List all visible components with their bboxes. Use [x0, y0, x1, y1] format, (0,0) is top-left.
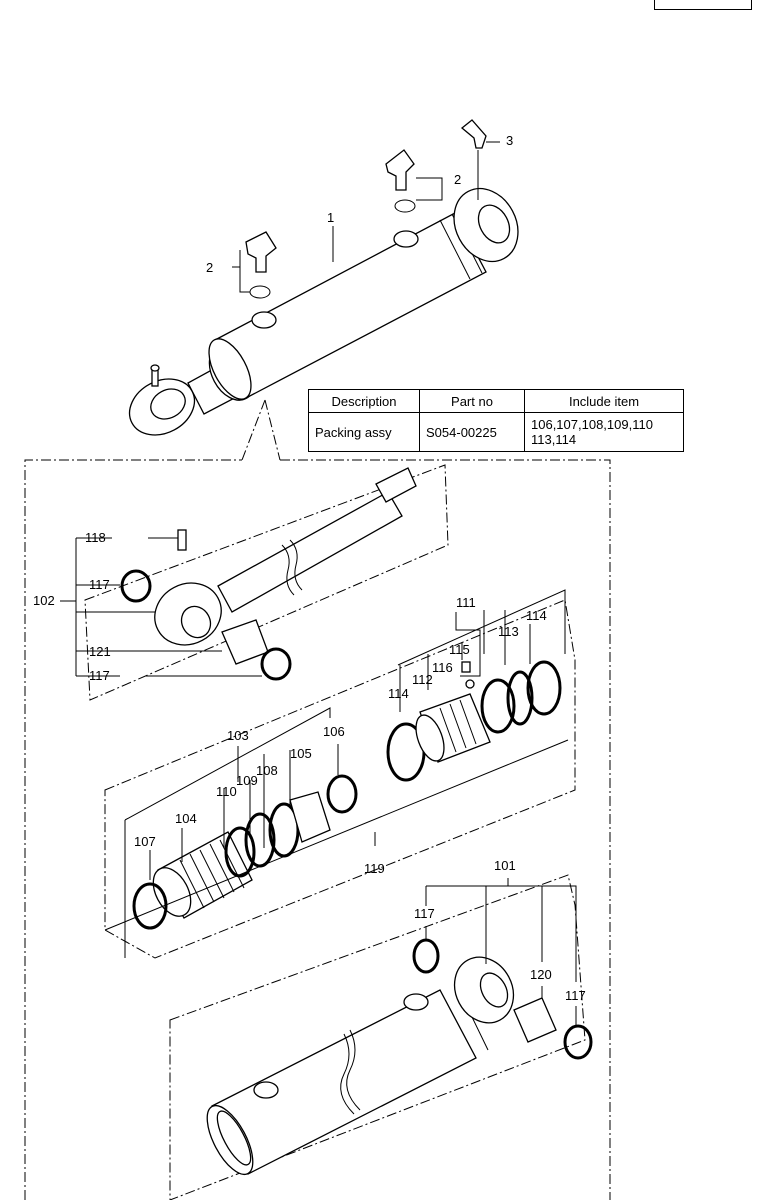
callout-116: 116: [432, 660, 453, 675]
callout-111: 111: [456, 595, 476, 610]
header-description: Description: [308, 389, 420, 413]
callout-112: 112: [412, 672, 433, 687]
page-number-box: 5-44: [654, 0, 752, 10]
include-line-1: 106,107,108,109,110: [531, 417, 653, 432]
callout-121: 121: [89, 644, 111, 659]
table-header-row: Description Part no Include item: [308, 389, 684, 413]
callout-117-tube-a: 117: [414, 906, 435, 921]
callout-108: 108: [256, 763, 278, 778]
tube-group: 101 117 120 117: [169, 858, 593, 1200]
header-include-item: Include item: [524, 389, 684, 413]
callout-115: 115: [449, 642, 470, 657]
callout-1: 1: [327, 210, 334, 225]
callout-117-rod-a: 117: [89, 577, 110, 592]
callout-101: 101: [494, 858, 516, 873]
gland-and-piston-group: 103 104 105 106 107 108 109 110 111 112 …: [104, 589, 576, 959]
callout-109: 109: [236, 773, 258, 788]
callout-117-tube-b: 117: [565, 988, 586, 1003]
callout-114-right: 114: [526, 608, 547, 623]
callout-104: 104: [175, 811, 197, 826]
callout-103: 103: [227, 728, 249, 743]
cell-part-no: S054-00225: [419, 412, 525, 452]
table-row: Packing assy S054-00225 106,107,108,109,…: [308, 412, 684, 452]
callout-110: 110: [216, 784, 237, 799]
callout-3: 3: [506, 133, 513, 148]
callout-118: 118: [85, 530, 106, 545]
rod-group: 118 117 102 121 117: [33, 464, 449, 701]
callout-107: 107: [134, 834, 156, 849]
callout-2-left: 2: [206, 260, 213, 275]
callout-106: 106: [323, 724, 345, 739]
packing-assy-table: Description Part no Include item Packing…: [308, 389, 684, 452]
callout-119: 119: [364, 861, 385, 876]
callout-105: 105: [290, 746, 312, 761]
callout-102: 102: [33, 593, 55, 608]
top-cylinder-assembly: 1 2 2 3: [128, 119, 519, 436]
callout-2-right: 2: [454, 172, 461, 187]
callout-113: 113: [498, 624, 519, 639]
callout-114-left: 114: [388, 686, 409, 701]
callout-117-rod-b: 117: [89, 668, 110, 683]
detail-frame: [24, 459, 611, 1200]
header-part-no: Part no: [419, 389, 525, 413]
cell-description: Packing assy: [308, 412, 420, 452]
callout-120: 120: [530, 967, 552, 982]
include-line-2: 113,114: [531, 432, 577, 447]
